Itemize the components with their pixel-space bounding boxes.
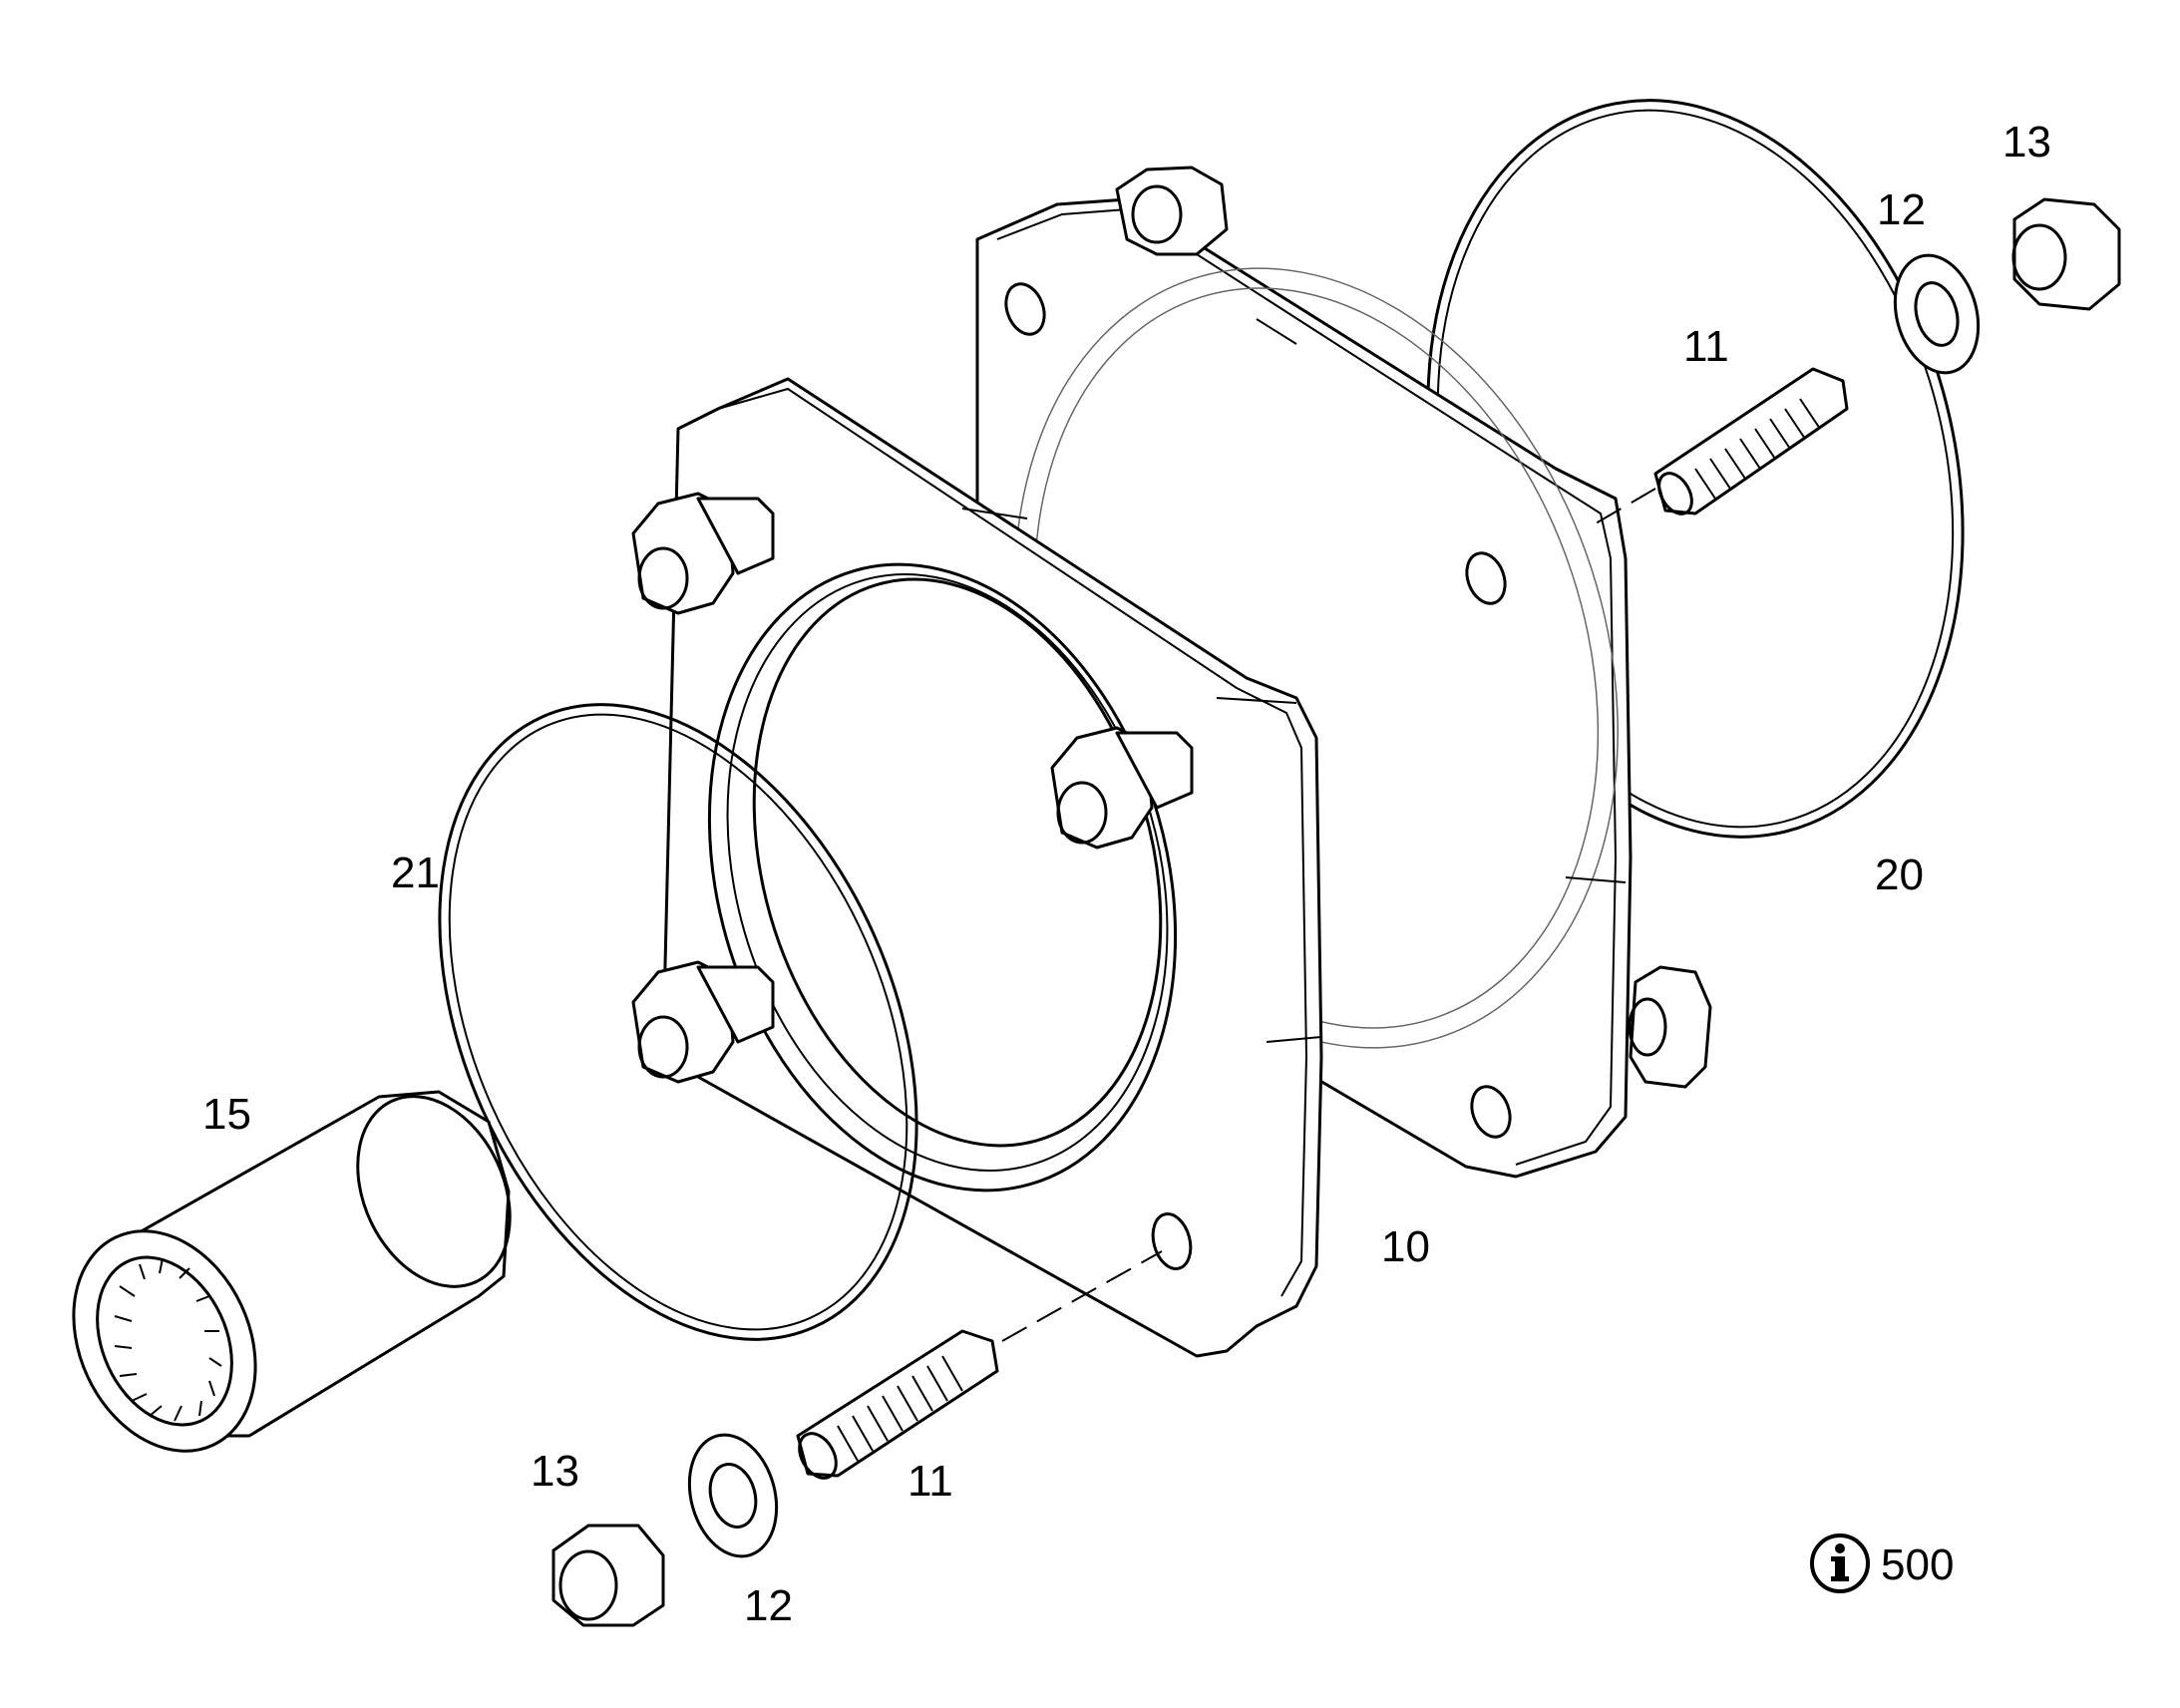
callout-11-bottom: 11 (908, 1457, 953, 1506)
splined-coupling-15 (72, 1090, 512, 1453)
rear-nut-top (1115, 166, 1229, 256)
stud-11-bottom (796, 1250, 1163, 1480)
front-nut-bottom-left (631, 960, 775, 1084)
nut-13-top (2011, 197, 2121, 311)
stud-11-top (1595, 367, 1849, 524)
rear-nut-bottom (1628, 965, 1712, 1089)
front-nut-top-left (631, 492, 775, 615)
front-nut-middle (1050, 726, 1194, 850)
callout-11-top: 11 (1683, 322, 1729, 371)
callout-20: 20 (1875, 851, 1924, 899)
nut-13-bottom (551, 1524, 665, 1627)
o-ring-21 (438, 703, 918, 1341)
callout-13-bottom: 13 (531, 1447, 579, 1496)
housing-front-flange (661, 377, 1323, 1358)
callout-21: 21 (391, 849, 440, 897)
washer-12-bottom (687, 1433, 779, 1558)
callout-12-top: 12 (1877, 185, 1926, 234)
info-icon (1810, 1534, 1870, 1593)
info-badge-value: 500 (1881, 1540, 1954, 1589)
callout-labels: 10 11 11 12 12 13 13 15 20 21 (202, 118, 2051, 1630)
housing-rear-flange (975, 197, 1633, 1179)
callout-12-bottom: 12 (744, 1581, 793, 1630)
callout-10: 10 (1381, 1222, 1430, 1271)
washer-12-top (1893, 253, 1981, 375)
callout-15: 15 (202, 1090, 251, 1139)
callout-13-top: 13 (2002, 118, 2051, 167)
info-badge: 500 (1810, 1534, 1954, 1593)
